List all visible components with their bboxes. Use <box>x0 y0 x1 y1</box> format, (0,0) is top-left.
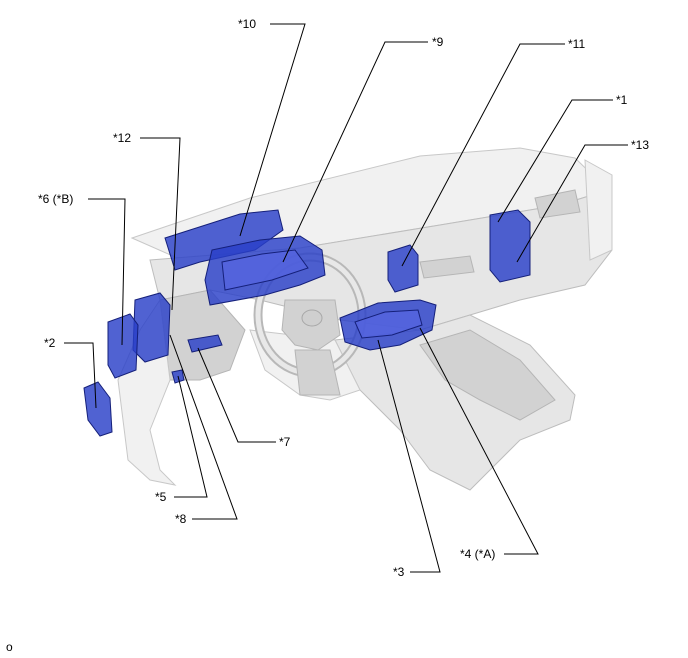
callout-12: *12 <box>113 131 131 145</box>
callout-8: *8 <box>175 512 187 526</box>
ecu-2 <box>83 381 113 437</box>
callout-7: *7 <box>279 435 291 449</box>
ecu-6 <box>107 313 139 379</box>
ecu-11 <box>387 244 419 293</box>
callout-5: *5 <box>155 490 167 504</box>
callout-4: *4 (*A) <box>460 547 495 561</box>
callout-13: *13 <box>631 138 649 152</box>
callout-labels: *10 *9 *11 *1 *13 *12 *6 (*B) *2 *7 *5 *… <box>38 17 649 579</box>
callout-10: *10 <box>238 17 256 31</box>
ecu-12 <box>132 292 171 363</box>
ecu-1-13 <box>489 209 531 283</box>
callout-3: *3 <box>393 565 405 579</box>
footer-marker: o <box>6 640 13 654</box>
leader-lines <box>64 23 628 573</box>
callout-2: *2 <box>44 336 56 350</box>
ecu-highlights <box>83 209 531 437</box>
ecu-7 <box>187 334 223 353</box>
callout-6: *6 (*B) <box>38 192 73 206</box>
callout-9: *9 <box>432 35 444 49</box>
callout-11: *11 <box>568 37 585 51</box>
callout-1: *1 <box>616 93 628 107</box>
